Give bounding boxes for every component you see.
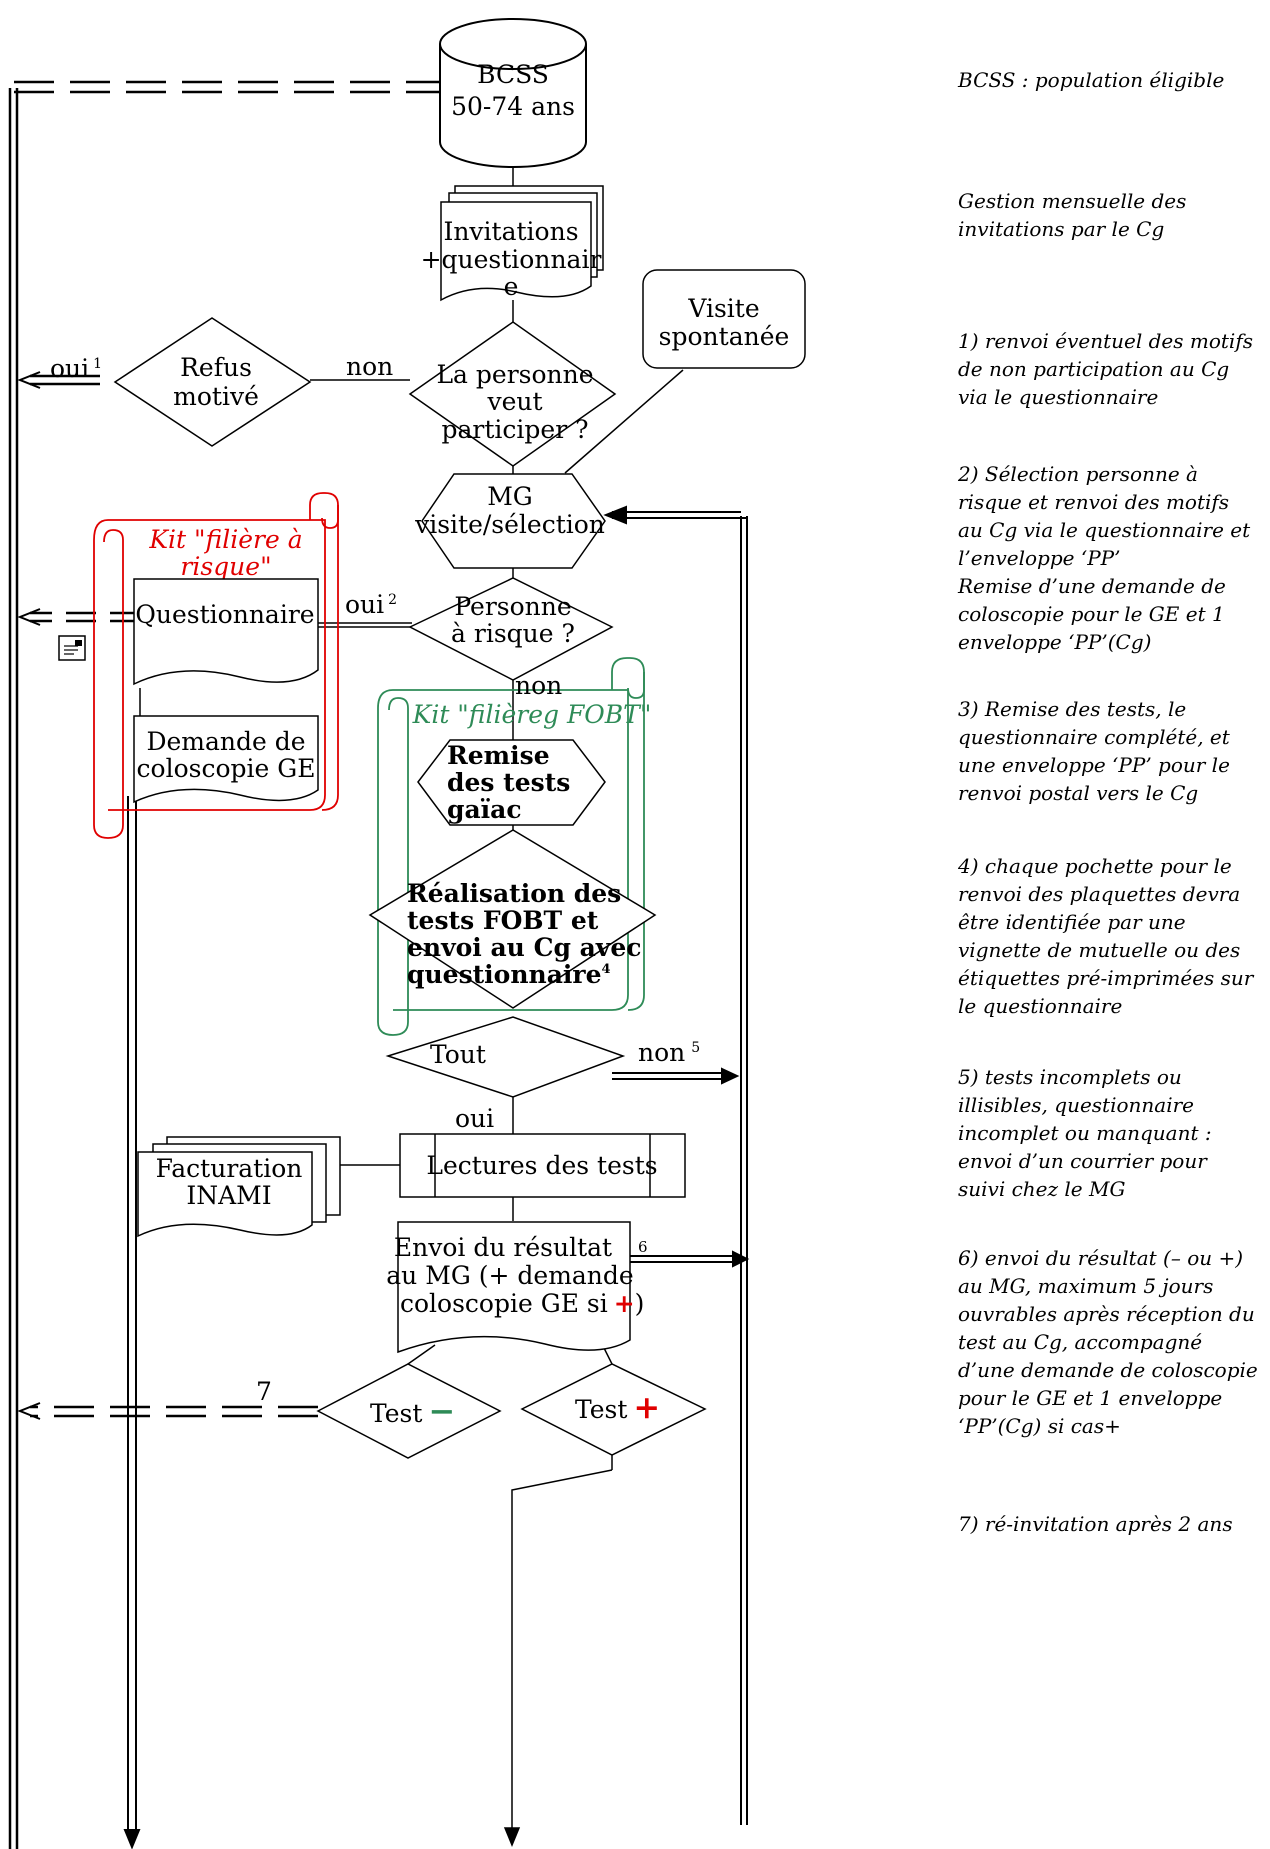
veut-label-3: participer ?: [442, 415, 589, 444]
visite-label-1: Visite: [687, 294, 759, 323]
lectures-tests-process: Lectures des tests: [399, 1133, 686, 1198]
realisation-label-4: questionnaire4: [407, 960, 611, 989]
mg-visite-node: MG visite/sélection: [414, 473, 606, 569]
note-2b: Remise d’une demande de coloscopie pour …: [958, 574, 1226, 654]
demande-coloscopie-document: Demande de coloscopie GE: [133, 715, 319, 804]
note-5: 5) tests incomplets ou illisibles, quest…: [958, 1065, 1212, 1201]
envelope-icon: [58, 635, 86, 661]
test-negative-decision: Test−: [316, 1363, 502, 1459]
edge-non-refus: non: [346, 352, 393, 381]
note-4: 4) chaque pochette pour le renvoi des pl…: [958, 854, 1254, 1018]
veut-participer-decision: La personne veut participer ?: [408, 321, 617, 467]
questionnaire-document: Questionnaire: [133, 578, 319, 686]
flowchart: BCSS 50-74 ans Invitations +questionnair…: [8, 18, 806, 1849]
test-negative-label: Test−: [370, 1392, 455, 1430]
arrow-test-plus-down: [503, 1469, 613, 1847]
note-2a: 2) Sélection personne à risque et renvoi…: [958, 462, 1251, 570]
kit-filiere-risque-scroll: [93, 492, 339, 839]
visite-label-2: spontanée: [659, 322, 790, 351]
bcss-database: BCSS 50-74 ans: [439, 18, 587, 168]
reinvitation-loop: [8, 77, 468, 1849]
mg-label-1: MG: [487, 482, 533, 511]
facturation-label-1: Facturation: [156, 1154, 303, 1183]
envoi-label-1: Envoi du résultat: [394, 1233, 612, 1262]
demande-label-1: Demande de: [146, 727, 305, 756]
bcss-label-1: BCSS: [477, 60, 549, 89]
realisation-tests-decision: Réalisation des tests FOBT et envoi au C…: [368, 829, 657, 1009]
invitations-label-3: e: [504, 272, 519, 301]
connector-risque-questionnaire: [318, 622, 412, 628]
note-6: 6) envoi du résultat (– ou +) au MG, max…: [958, 1246, 1258, 1438]
invitations-documents: Invitations +questionnair e: [421, 185, 604, 302]
personne-risque-decision: Personne à risque ?: [408, 577, 614, 681]
realisation-label-1: Réalisation des: [407, 879, 621, 908]
questionnaire-label: Questionnaire: [135, 600, 314, 629]
refus-motive-decision: Refus motivé: [113, 317, 312, 447]
remise-label-1: Remise: [447, 741, 550, 770]
bcss-label-2: 50-74 ans: [451, 92, 575, 121]
risque-label-1: Personne: [454, 592, 571, 621]
arrow-six: [630, 1250, 750, 1268]
refus-label-1: Refus: [180, 353, 252, 382]
realisation-label-2: tests FOBT et: [407, 906, 599, 935]
note-1: 1) renvoi éventuel des motifs de non par…: [958, 329, 1253, 409]
demande-label-2: coloscopie GE: [137, 754, 316, 783]
lectures-label: Lectures des tests: [426, 1151, 657, 1180]
kit-fobt-label: Kit "filièreg FOBT": [412, 700, 652, 729]
edge-non-risque: non: [515, 671, 562, 700]
realisation-label-3: envoi au Cg avec: [407, 933, 642, 962]
kit-filiere-fobt-scroll: [377, 657, 645, 1036]
risque-label-2: à risque ?: [451, 619, 575, 648]
test-positive-label: Test+: [575, 1388, 660, 1426]
envoi-label-3: coloscopie GE si+): [400, 1289, 644, 1318]
veut-label-2: veut: [486, 387, 542, 416]
arrow-non5: [612, 1067, 740, 1085]
test-positive-decision: Test+: [520, 1363, 707, 1456]
refus-label-2: motivé: [173, 382, 259, 411]
arrow-refus-to-loop: [17, 371, 100, 389]
envoi-label-2: au MG (+ demande: [386, 1261, 633, 1290]
remise-label-2: des tests: [447, 768, 570, 797]
note-gestion: Gestion mensuelle des invitations par le…: [958, 189, 1187, 241]
note-3: 3) Remise des tests, le questionnaire co…: [958, 697, 1230, 805]
invitations-label-1: Invitations: [443, 217, 578, 246]
kit-risque-label-2: risque": [180, 552, 271, 581]
edge-oui-tout: oui: [455, 1104, 494, 1133]
facturation-label-2: INAMI: [186, 1181, 271, 1210]
visite-spontanee-node: Visite spontanée: [642, 269, 806, 369]
note-bcss: BCSS : population éligible: [958, 68, 1225, 92]
mg-label-2: visite/sélection: [414, 510, 605, 539]
envoi-resultat-document: Envoi du résultat au MG (+ demande colos…: [386, 1221, 644, 1354]
veut-label-1: La personne: [436, 360, 593, 389]
note-7: 7) ré-invitation après 2 ans: [958, 1512, 1233, 1536]
tout-decision: Tout: [385, 1016, 626, 1098]
remise-label-3: gaïac: [447, 795, 522, 824]
arrow-questionnaire-to-loop: [17, 608, 140, 626]
kit-risque-label-1: Kit "filière à: [148, 525, 302, 554]
edge-seven: 7: [256, 1377, 272, 1406]
facturation-documents: Facturation INAMI: [137, 1136, 341, 1238]
return-line-to-mg: [603, 505, 748, 1825]
annotations-column: BCSS : population éligible Gestion mensu…: [958, 0, 1268, 1849]
arrow-risk-path-down: [123, 796, 141, 1849]
remise-tests-node: Remise des tests gaïac: [417, 739, 606, 826]
tout-label: Tout: [430, 1040, 486, 1069]
arrow-test-minus-to-loop: [17, 1402, 318, 1420]
edge-six: 6: [638, 1238, 648, 1256]
invitations-label-2: +questionnair: [421, 245, 602, 274]
